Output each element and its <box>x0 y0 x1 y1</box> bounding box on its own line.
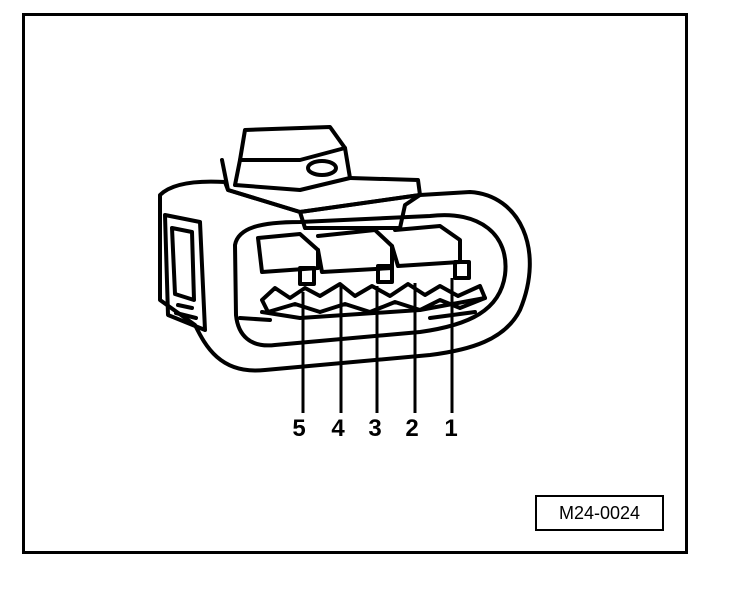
figure-frame <box>22 13 688 554</box>
pin-label-5: 5 <box>292 415 306 442</box>
pin-label-2: 2 <box>405 415 419 442</box>
cavity-block <box>316 228 394 274</box>
locking-tab <box>233 125 352 192</box>
figure-code: M24-0024 <box>535 495 664 531</box>
pin-label-1: 1 <box>444 415 458 442</box>
terminal-row <box>260 282 487 314</box>
pin-label-3: 3 <box>368 415 382 442</box>
side-clip <box>163 213 207 332</box>
pin-socket <box>453 260 471 280</box>
pin-socket <box>298 266 316 286</box>
housing-shell <box>158 179 532 373</box>
pin-socket <box>376 264 394 284</box>
cavity-block <box>390 224 462 268</box>
pin-label-4: 4 <box>331 415 345 442</box>
latch-hole <box>306 159 338 177</box>
front-opening <box>233 213 508 348</box>
